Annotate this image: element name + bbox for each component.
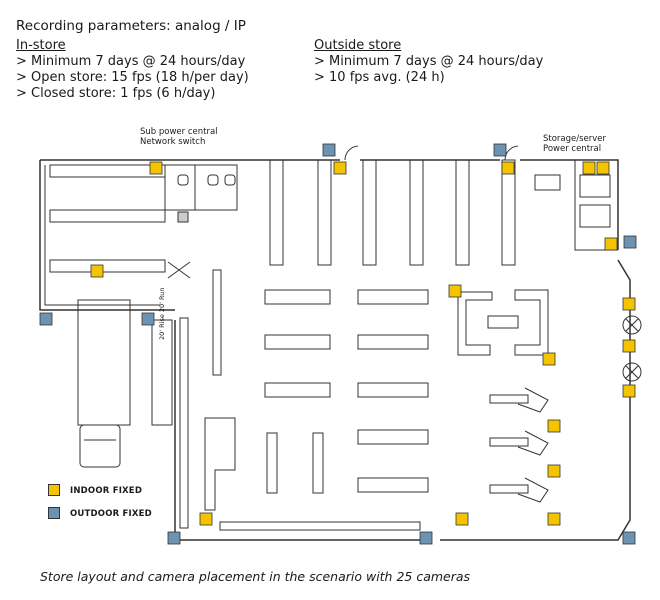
- aisle-shelf: [362, 159, 377, 266]
- recording-parameters-title: Recording parameters: analog / IP: [16, 18, 246, 34]
- storage-wall: [574, 160, 618, 251]
- instore-line-3: > Closed store: 1 fps (6 h/day): [16, 86, 216, 101]
- gondola: [357, 429, 429, 445]
- gondola-vertical: [312, 432, 324, 494]
- indoor-camera: [596, 161, 610, 175]
- ramp: [151, 319, 173, 426]
- indoor-camera: [622, 384, 636, 398]
- indoor-camera: [582, 161, 596, 175]
- indoor-camera: [542, 352, 556, 366]
- legend-indoor-label: INDOOR FIXED: [70, 486, 143, 496]
- counter: [457, 291, 493, 356]
- door-swing: [167, 261, 191, 279]
- perimeter-shelf: [212, 269, 222, 376]
- legend-outdoor-label: OUTDOOR FIXED: [70, 509, 152, 519]
- inner-wall-left: [44, 165, 160, 306]
- gondola: [357, 382, 429, 398]
- aisle-shelf: [501, 159, 516, 266]
- indoor-camera: [199, 512, 213, 526]
- outdoor-camera: [167, 531, 181, 545]
- backroom-shelf: [49, 209, 166, 223]
- aisle-shelf: [269, 159, 284, 266]
- backroom-shelf: [49, 259, 166, 273]
- outer-wall: [39, 159, 631, 541]
- outdoor-camera: [322, 143, 336, 157]
- entrance-door: [622, 362, 642, 382]
- indoor-camera: [448, 284, 462, 298]
- gondola: [357, 334, 429, 350]
- indoor-camera: [622, 297, 636, 311]
- legend-indoor-swatch: [48, 484, 60, 496]
- outdoor-camera: [39, 312, 53, 326]
- checkout: [489, 430, 549, 456]
- instore-heading: In-store: [16, 38, 66, 53]
- outdoor-camera: [622, 531, 636, 545]
- perimeter-shelf: [179, 317, 189, 529]
- gondola: [264, 334, 331, 350]
- indoor-camera: [604, 237, 618, 251]
- aisle-shelf: [409, 159, 424, 266]
- outside-line-2: > 10 fps avg. (24 h): [314, 70, 445, 85]
- sub-power-line-2: Network switch: [140, 137, 206, 147]
- outside-line-1: > Minimum 7 days @ 24 hours/day: [314, 54, 544, 69]
- backroom-shelf: [49, 164, 166, 178]
- gondola: [264, 382, 331, 398]
- counter-center: [487, 315, 519, 329]
- outdoor-camera: [419, 531, 433, 545]
- indoor-camera: [547, 419, 561, 433]
- gondola: [264, 289, 331, 305]
- wall-shelf-bottom: [219, 521, 421, 531]
- aisle-shelf: [317, 159, 332, 266]
- entrance-door: [622, 315, 642, 335]
- outside-block: Outside store > Minimum 7 days @ 24 hour…: [314, 38, 543, 86]
- truck-trailer: [77, 299, 131, 426]
- indoor-camera: [149, 161, 163, 175]
- outdoor-camera: [623, 235, 637, 249]
- storage-line-2: Power central: [543, 144, 602, 154]
- checkout: [489, 477, 549, 503]
- l-display: [204, 417, 236, 511]
- restroom-block: [164, 164, 238, 211]
- truck-cab: [79, 424, 121, 468]
- instore-line-2: > Open store: 15 fps (18 h/per day): [16, 70, 249, 85]
- legend-outdoor-swatch: [48, 507, 60, 519]
- indoor-camera: [547, 512, 561, 526]
- indoor-camera: [90, 264, 104, 278]
- figure-caption: Store layout and camera placement in the…: [40, 569, 471, 584]
- indoor-camera: [547, 464, 561, 478]
- sub-power-note: Sub power central Network switch: [140, 127, 218, 147]
- gondola-vertical: [266, 432, 278, 494]
- gondola: [357, 477, 429, 493]
- gondola: [357, 289, 429, 305]
- storage-rack: [579, 174, 611, 198]
- storage-rack: [579, 204, 611, 228]
- sub-power-line-1: Sub power central: [140, 127, 218, 137]
- storage-line-1: Storage/server: [543, 134, 607, 144]
- outside-heading: Outside store: [314, 38, 402, 53]
- outdoor-camera: [141, 312, 155, 326]
- indoor-camera: [455, 512, 469, 526]
- counter: [514, 289, 549, 356]
- outdoor-camera: [493, 143, 507, 157]
- checkout: [489, 387, 549, 413]
- aisle-shelf: [455, 159, 470, 266]
- storage-note: Storage/server Power central: [543, 134, 606, 154]
- ramp-label: 20' Rise 20' Run: [158, 287, 166, 341]
- instore-line-1: > Minimum 7 days @ 24 hours/day: [16, 54, 246, 69]
- indoor-camera: [333, 161, 347, 175]
- indoor-camera: [622, 339, 636, 353]
- indoor-camera: [501, 161, 515, 175]
- instore-block: In-store > Minimum 7 days @ 24 hours/day…: [16, 38, 249, 102]
